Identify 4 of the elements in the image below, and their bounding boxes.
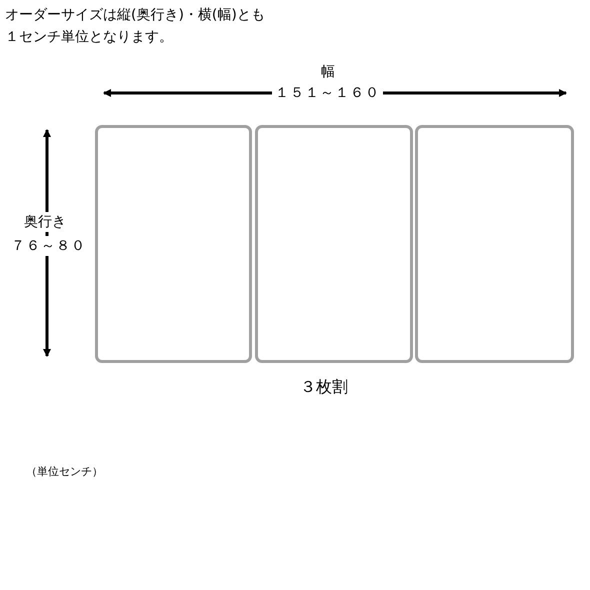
panel-box <box>415 125 574 363</box>
dimension-label: 奥行き <box>24 212 66 232</box>
panel-box <box>255 125 413 363</box>
panel-box <box>95 125 252 363</box>
